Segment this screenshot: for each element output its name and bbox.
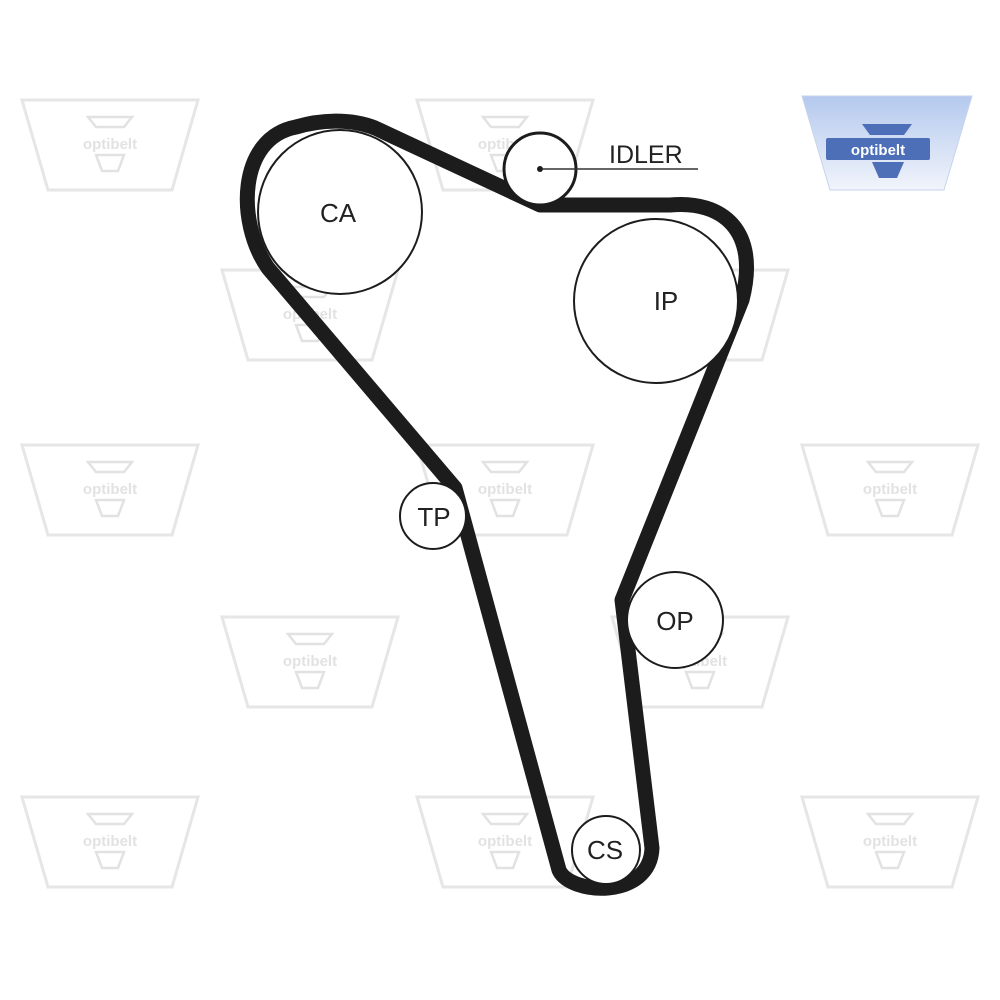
watermark-logo <box>220 615 400 709</box>
watermark-logo <box>20 98 200 192</box>
pulley-oil-pump: OP <box>626 571 724 669</box>
pulley-label-cs: CS <box>587 835 623 865</box>
idler-callout-label: IDLER <box>609 141 683 169</box>
pulley-tensioner: TP <box>399 482 467 550</box>
pulley-label-op: OP <box>656 606 694 636</box>
pulley-label-tp: TP <box>417 502 450 532</box>
optibelt-logo: optibelt <box>801 95 973 191</box>
pulley-label-ip: IP <box>654 286 679 316</box>
pulley-injection-pump: IP <box>573 218 739 384</box>
pulley-label-ca: CA <box>320 198 357 228</box>
watermark-logo <box>20 795 200 889</box>
timing-belt <box>239 113 754 896</box>
watermark-logo <box>800 443 980 537</box>
pulley-camshaft: CA <box>257 129 423 295</box>
brand-name: optibelt <box>851 142 905 159</box>
optibelt-watermark-pattern <box>20 98 980 889</box>
idler-center-dot <box>537 166 543 172</box>
pulley-idler <box>502 131 578 207</box>
pulley-crankshaft: CS <box>571 815 641 885</box>
watermark-logo <box>20 443 200 537</box>
idler-callout: IDLER <box>543 141 698 170</box>
watermark-logo <box>800 795 980 889</box>
